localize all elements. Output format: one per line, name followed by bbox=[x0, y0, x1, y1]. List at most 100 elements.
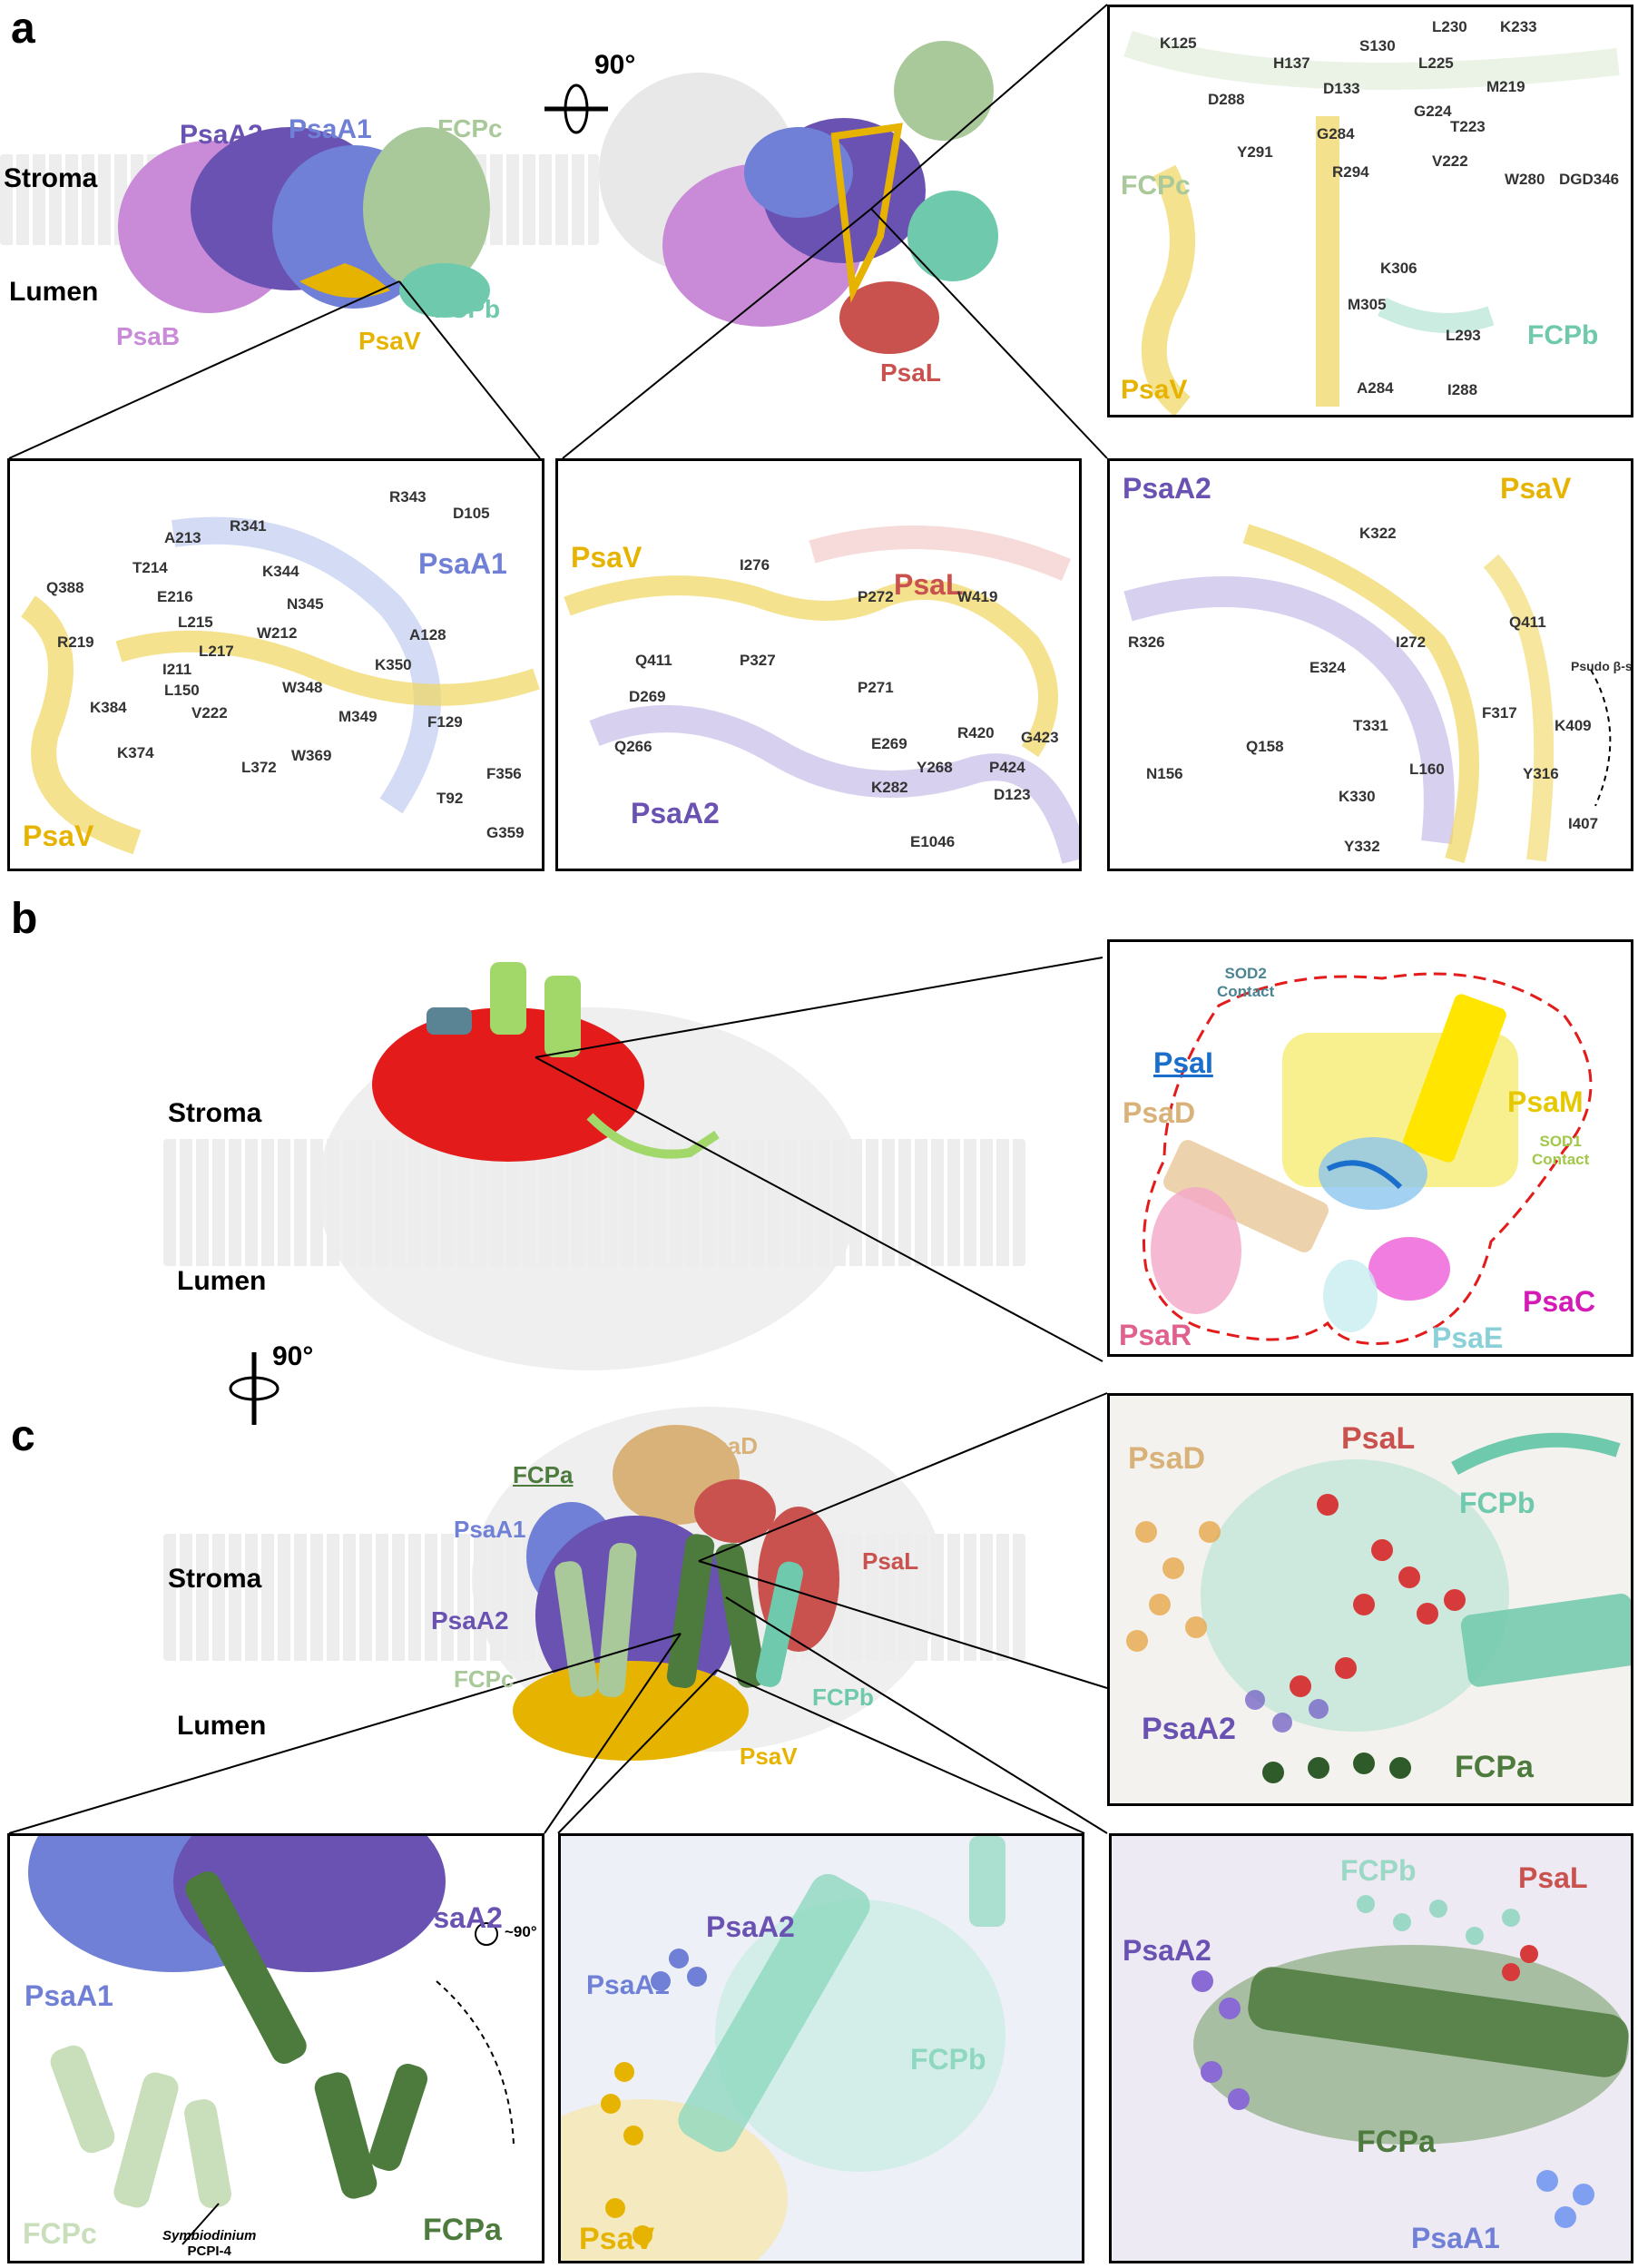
residue: D288 bbox=[1208, 91, 1245, 108]
sod2-contact-line: Contact bbox=[1217, 983, 1275, 1000]
residue: Q388 bbox=[46, 579, 84, 596]
residue: I407 bbox=[1568, 815, 1599, 832]
label-psad: PsaD bbox=[1123, 1096, 1196, 1129]
residue: W212 bbox=[257, 624, 298, 642]
residue: P271 bbox=[858, 679, 894, 696]
stroma-label-a: Stroma bbox=[4, 163, 98, 193]
label-psav: PsaV bbox=[740, 1743, 798, 1770]
inset-a-top-right: FCPc FCPb PsaV K125 H137 S130 L230 K233 … bbox=[1107, 5, 1633, 417]
residue: R420 bbox=[957, 724, 995, 741]
residue: E269 bbox=[871, 735, 907, 752]
label-fcpa: FCPa bbox=[1455, 1750, 1534, 1784]
zoom-line bbox=[698, 1560, 1108, 1689]
residue: D123 bbox=[994, 786, 1031, 803]
residue: L215 bbox=[178, 614, 213, 631]
residue: A213 bbox=[164, 529, 201, 546]
residue: R343 bbox=[389, 488, 427, 506]
zoom-line bbox=[725, 1596, 1108, 1834]
residue: Y291 bbox=[1237, 143, 1273, 161]
label-psae: PsaE bbox=[1432, 1321, 1504, 1354]
inset-c-3: FCPb PsaL PsaA2 FCPa PsaA1 bbox=[1109, 1833, 1633, 2263]
zoom-line bbox=[535, 957, 1103, 1058]
label-fcpc: FCPc bbox=[1121, 171, 1191, 201]
residue: N156 bbox=[1146, 765, 1183, 782]
psal-surface bbox=[694, 1479, 776, 1543]
zoom-line bbox=[557, 1669, 718, 1834]
residue: T223 bbox=[1450, 118, 1486, 135]
residue: K409 bbox=[1555, 717, 1592, 734]
label-psaa1: PsaA1 bbox=[289, 114, 372, 144]
residue: F356 bbox=[486, 765, 522, 782]
zoom-line bbox=[398, 280, 541, 459]
residue: G284 bbox=[1317, 125, 1355, 142]
label-psav: PsaV bbox=[579, 2222, 655, 2256]
rotation-label-b: 90° bbox=[272, 1341, 314, 1371]
label-psai: PsaI bbox=[1153, 1046, 1213, 1079]
fcpc-surface bbox=[363, 127, 490, 290]
residue: K322 bbox=[1359, 525, 1397, 542]
residue: K306 bbox=[1380, 260, 1417, 277]
residue: L150 bbox=[164, 682, 200, 699]
label-psaa2: PsaA2 bbox=[1142, 1712, 1236, 1746]
residue: Y332 bbox=[1344, 838, 1380, 855]
inset-b: PsaI PsaD PsaM PsaR PsaC PsaE SOD2 Conta… bbox=[1107, 939, 1633, 1357]
label-psaa2: PsaA2 bbox=[414, 1901, 503, 1934]
sod2-line: SOD2 bbox=[1224, 965, 1267, 982]
residue: K344 bbox=[262, 563, 299, 580]
residue: F317 bbox=[1482, 704, 1517, 722]
label-psaa1: PsaA1 bbox=[454, 1516, 526, 1543]
inset-c-1: PsaA2 PsaA1 FCPc FCPa ~90° Symbiodinium … bbox=[7, 1833, 544, 2263]
label-psad: PsaD bbox=[699, 1432, 759, 1459]
label-psab: PsaB bbox=[116, 322, 181, 350]
label-psaa2: PsaA2 bbox=[706, 1910, 795, 1943]
residue: DGD346 bbox=[1559, 171, 1620, 188]
stroma-label-c: Stroma bbox=[168, 1564, 262, 1594]
residue: I288 bbox=[1447, 381, 1478, 398]
residue: S130 bbox=[1359, 37, 1396, 54]
inset-c-top-right: PsaD PsaL FCPb PsaA2 FCPa bbox=[1107, 1393, 1633, 1806]
residue: D105 bbox=[453, 505, 490, 522]
residue: Y316 bbox=[1523, 765, 1559, 782]
residue: R326 bbox=[1128, 633, 1165, 651]
label-psal: PsaL bbox=[1518, 1861, 1588, 1894]
fcpb-surface-right bbox=[907, 191, 998, 281]
residue: M305 bbox=[1348, 296, 1387, 313]
inset-a-1: PsaA1 PsaV R343 D105 A213 R341 T214 K344… bbox=[7, 458, 544, 871]
zoom-line bbox=[870, 4, 1108, 210]
pcpi-note: Symbiodinium PCPI-4 bbox=[162, 2228, 256, 2259]
residue: P272 bbox=[858, 588, 894, 605]
residue: L160 bbox=[1409, 761, 1445, 778]
residue: L217 bbox=[199, 643, 234, 660]
residue: W280 bbox=[1505, 171, 1545, 188]
residue: R341 bbox=[230, 517, 267, 535]
fcpa-helix bbox=[715, 1543, 766, 1688]
residue: Q158 bbox=[1246, 738, 1284, 755]
cartoon-green-tail bbox=[586, 1113, 720, 1159]
cartoon-green bbox=[544, 976, 581, 1057]
label-psal: PsaL bbox=[880, 358, 941, 387]
label-psaa2: PsaA2 bbox=[1123, 1934, 1211, 1967]
residue: A128 bbox=[409, 626, 446, 643]
label-psam: PsaM bbox=[1507, 1085, 1584, 1118]
label-psaa1: PsaA1 bbox=[586, 1970, 670, 2000]
fcpa-helix bbox=[666, 1534, 715, 1688]
label-psaa1: PsaA1 bbox=[418, 547, 507, 580]
residue: P424 bbox=[989, 759, 1025, 776]
label-psad: PsaD bbox=[1128, 1441, 1206, 1476]
residue: K233 bbox=[1500, 18, 1537, 35]
label-psar: PsaR bbox=[1119, 1319, 1192, 1351]
residue: K374 bbox=[117, 744, 154, 761]
rotation-90-label: ~90° bbox=[505, 1923, 537, 1940]
zoom-line bbox=[716, 1669, 1085, 1834]
residue: W419 bbox=[957, 588, 998, 605]
label-psaa2: PsaA2 bbox=[1123, 472, 1211, 505]
sod1-contact-label: SOD1 Contact bbox=[1532, 1133, 1589, 1169]
symbiodinium-text: Symbiodinium bbox=[162, 2228, 257, 2243]
zoom-line bbox=[544, 1633, 682, 1834]
label-psac: PsaC bbox=[1523, 1285, 1596, 1318]
residue: T92 bbox=[436, 790, 464, 807]
label-fcpa: FCPa bbox=[1357, 2125, 1436, 2159]
stroma-label-b: Stroma bbox=[168, 1098, 262, 1128]
residue: Y268 bbox=[917, 759, 953, 776]
